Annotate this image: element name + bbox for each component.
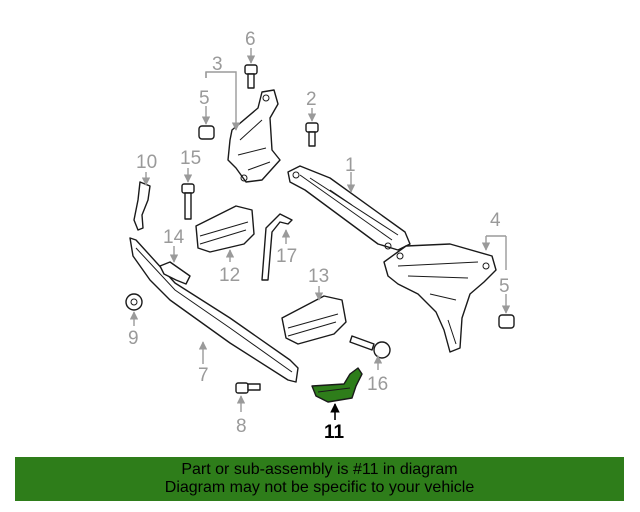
- fastener-15-bolt: [181, 183, 195, 220]
- fastener-5-nut-left: [198, 125, 215, 140]
- part-13-mount: [281, 295, 347, 345]
- label-12: 12: [219, 265, 240, 286]
- label-3: 3: [212, 54, 223, 75]
- part-17-wire: [261, 213, 293, 281]
- fastener-2-bolt: [305, 122, 319, 147]
- label-5-right: 5: [499, 276, 510, 297]
- banner-line-2: Diagram may not be specific to your vehi…: [164, 479, 475, 496]
- part-10-bracket: [133, 181, 151, 231]
- banner-line-1: Part or sub-assembly is #11 in diagram: [181, 461, 458, 478]
- label-9: 9: [128, 328, 139, 349]
- fastener-5-nut-right: [498, 314, 515, 329]
- fastener-9-nut: [125, 293, 143, 311]
- label-15: 15: [180, 148, 201, 169]
- label-4: 4: [490, 210, 501, 231]
- label-13: 13: [308, 266, 329, 287]
- label-16: 16: [367, 374, 388, 395]
- label-11: 11: [324, 422, 345, 443]
- callout-labels: 1 2 3 4 5 5 6 7 8 9 10 11 12 13 14 15 16…: [128, 29, 510, 443]
- part-12-mount: [195, 205, 255, 253]
- label-2: 2: [306, 89, 317, 110]
- label-17: 17: [276, 246, 297, 267]
- label-7: 7: [198, 365, 209, 386]
- label-6: 6: [245, 29, 256, 50]
- label-14: 14: [163, 227, 185, 248]
- label-5-left: 5: [199, 88, 210, 109]
- info-banner: Part or sub-assembly is #11 in diagram D…: [15, 457, 624, 501]
- part-7-reinforcement: [129, 237, 299, 383]
- label-8: 8: [236, 416, 247, 437]
- part-4-bracket: [383, 243, 497, 353]
- part-11-bracket[interactable]: [311, 367, 363, 403]
- leader-lines: [129, 48, 511, 420]
- fastener-8-bolt: [235, 382, 261, 394]
- parts-diagram: 1 2 3 4 5 5 6 7 8 9 10 11 12 13 14 15 16…: [125, 29, 515, 443]
- label-10: 10: [136, 152, 157, 173]
- label-1: 1: [345, 155, 356, 176]
- fastener-16-bolt: [349, 335, 391, 359]
- part-3-bracket: [227, 89, 281, 183]
- fastener-6-bolt: [244, 64, 258, 89]
- part-1-cross-member: [287, 165, 411, 251]
